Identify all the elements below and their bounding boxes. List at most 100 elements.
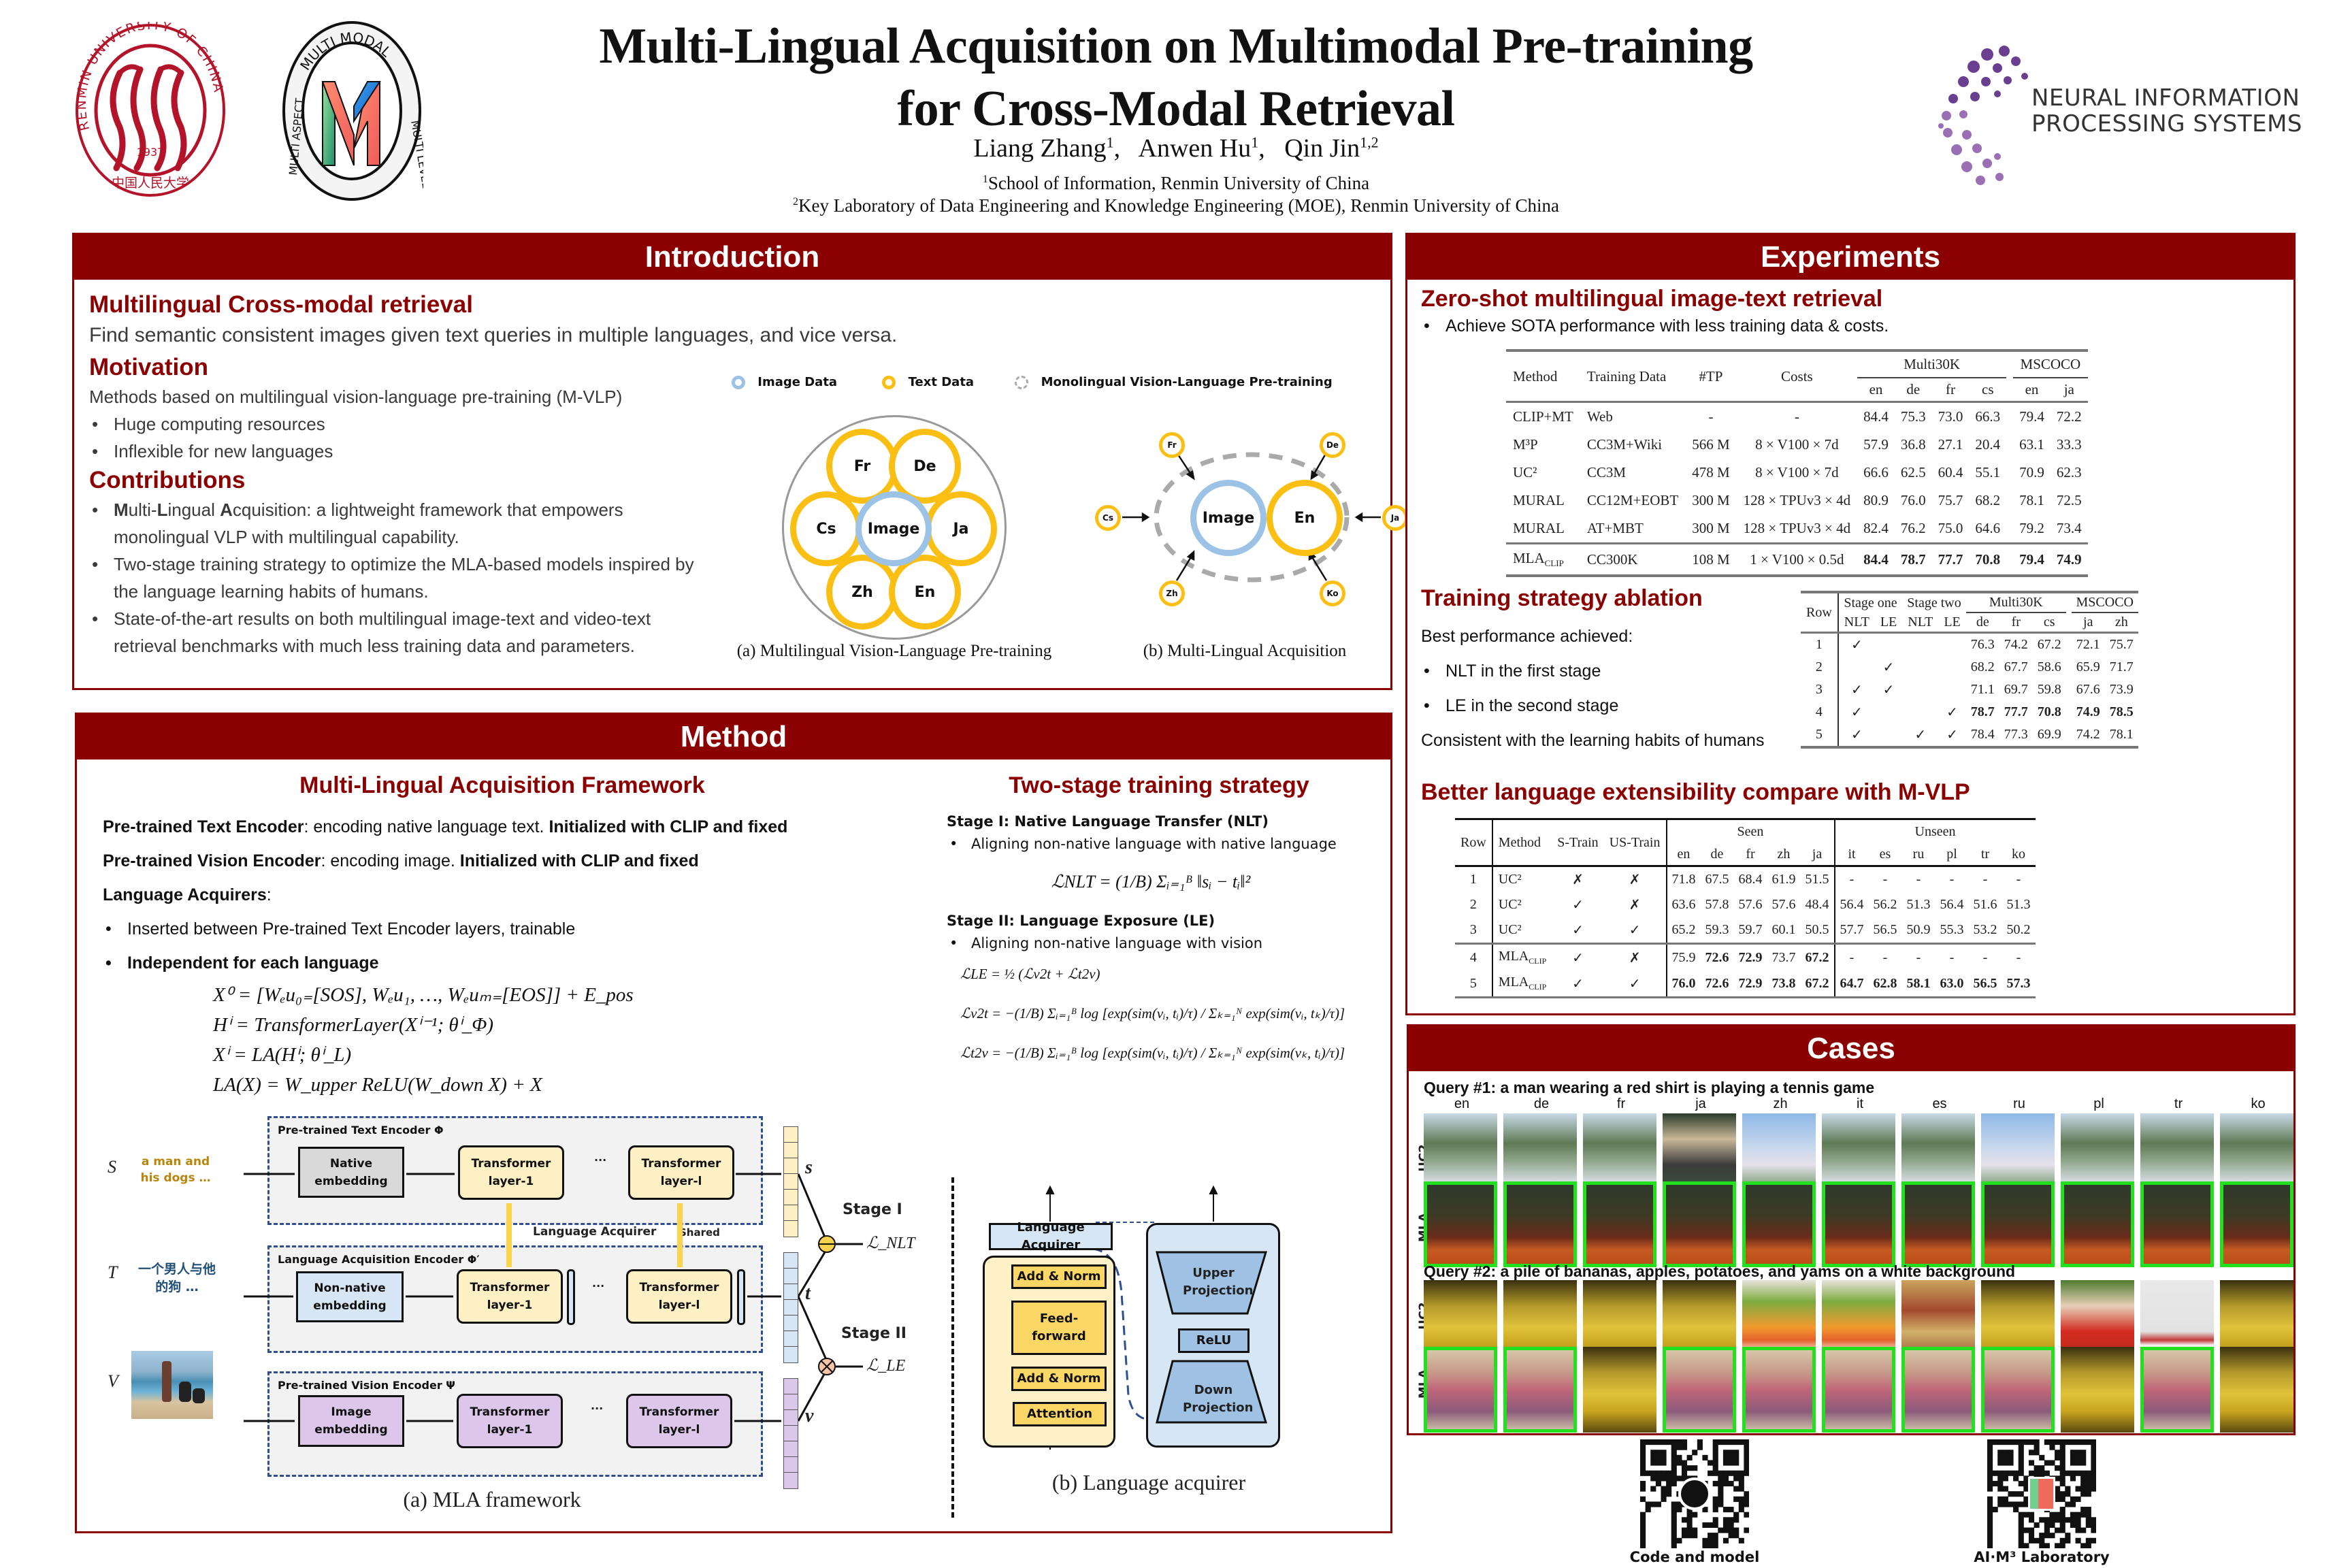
lang-header: de (1906, 381, 1921, 397)
stage2-equation: ℒLE = ½ (ℒv2t + ℒt2v) (960, 966, 1100, 982)
value-cell: - (2016, 949, 2021, 965)
group-header: Stage two (1907, 595, 1961, 610)
value-cell: 51.3 (2006, 897, 2031, 912)
value-cell: - (1949, 949, 1955, 965)
value-cell: - (1916, 949, 1921, 965)
retrieved-image-red-shirt (1663, 1181, 1736, 1267)
value-cell: 73.9 (2109, 682, 2134, 697)
tp-cell: 478 M (1692, 464, 1730, 480)
value-cell: 78.7 (1970, 704, 1995, 719)
value-cell: 77.7 (1938, 551, 1963, 568)
language-acquirer-slot (567, 1269, 575, 1325)
strain-cell: ✓ (1572, 950, 1584, 966)
two-stage-title: Two-stage training strategy (1009, 772, 1309, 798)
value-cell: 75.7 (1938, 492, 1963, 508)
strain-cell: ✗ (1572, 872, 1584, 887)
tp-cell: - (1708, 408, 1714, 425)
value-cell: 20.4 (1975, 436, 2001, 453)
value-cell: 77.3 (2004, 727, 2028, 742)
method-cell: CLIP+MT (1513, 408, 1573, 425)
data-cell: CC12M+EOBT (1586, 492, 1679, 508)
stage2-equation: ℒt2v = −(1/B) Σᵢ₌₁ᴮ log [exp(sim(vᵢ, tᵢ)… (960, 1045, 1345, 1061)
stage2-bullet: Aligning non-native language with vision (947, 932, 1382, 954)
tp-cell: 108 M (1692, 551, 1730, 568)
qr-code-lab (1987, 1439, 2097, 1549)
lang-header: en (1869, 381, 1883, 397)
row-cell: 4 (1455, 943, 1493, 970)
subheading: Motivation (89, 354, 208, 380)
value-cell: 66.3 (1975, 408, 2001, 425)
value-cell: 67.5 (1705, 872, 1729, 887)
framework-title: Multi-Lingual Acquisition Framework (299, 772, 705, 798)
figure-caption: (b) Multi-Lingual Acquisition (1143, 642, 1347, 660)
group-header: MSCOCO (2013, 350, 2088, 378)
value-cell: 57.3 (2006, 975, 2031, 991)
value-cell: 84.4 (1863, 408, 1889, 425)
equation: X⁰ = [Wₑu₀₌[SOS], Wₑu₁, …, Wₑuₘ₌[EOS]] +… (213, 984, 634, 1006)
value-cell: 55.1 (1975, 464, 2001, 480)
language-acquirer-slot (737, 1269, 745, 1325)
retrieved-image-red-shirt (1503, 1181, 1577, 1267)
language-acquirer-block: Language Acquirer (989, 1220, 1113, 1252)
method-cell: UC² (1513, 464, 1537, 480)
github-icon (1678, 1477, 1711, 1510)
case-lang-label: es (1932, 1096, 1947, 1111)
value-cell: 57.7 (1840, 922, 1864, 937)
value-cell: 67.2 (1800, 970, 1835, 998)
value-cell: 63.0 (1940, 975, 1964, 991)
ustrain-cell: ✗ (1603, 943, 1667, 970)
attention-block: Attention (1013, 1402, 1107, 1426)
retrieved-image-bananas (2220, 1347, 2293, 1433)
case-lang-label: zh (1773, 1096, 1788, 1111)
sub-header: ja (2083, 615, 2093, 630)
method-cell: MURAL (1513, 520, 1565, 536)
lang-header: it (1848, 847, 1856, 862)
lang-header: ja (2063, 381, 2074, 397)
costs-cell: 1 × V100 × 0.5d (1750, 551, 1844, 568)
case-lang-label: en (1454, 1096, 1470, 1111)
contribution-bullet: Multi-Lingual Acquisition: a lightweight… (89, 496, 715, 551)
value-cell: 70.8 (2037, 704, 2061, 719)
data-cell: CC3M (1586, 464, 1627, 480)
qr-label: Code and model (1629, 1549, 1760, 1565)
neurips-line-2: PROCESSING SYSTEMS (2031, 110, 2302, 137)
sub-header: cs (2043, 615, 2055, 630)
check-cell (1838, 656, 1875, 679)
relu-block: ReLU (1178, 1328, 1250, 1353)
extensibility-table: Row Method S-Train US-Train Seen Unseen … (1455, 818, 2036, 998)
ellipsis: ··· (592, 1279, 605, 1292)
neurips-logo: NEURAL INFORMATION PROCESSING SYSTEMS (1933, 34, 2314, 191)
retrieved-image-red-shirt (1981, 1181, 2055, 1267)
value-cell: 71.1 (1970, 682, 1995, 697)
value-cell: 62.3 (2056, 464, 2082, 480)
input-label: T (108, 1262, 118, 1282)
col-header: Training Data (1586, 368, 1667, 385)
case-lang-label: pl (2093, 1096, 2104, 1111)
upper-projection-block: Upper Projection (1183, 1266, 1254, 1298)
value-cell: 72.5 (2056, 492, 2082, 508)
lang-satellite: Fr (1159, 432, 1185, 458)
ustrain-cell: ✓ (1603, 970, 1667, 998)
lang-header: ko (2012, 847, 2025, 862)
value-cell: - (1949, 872, 1955, 887)
add-norm-block: Add & Norm (1011, 1264, 1107, 1289)
value-cell: - (1982, 949, 1988, 965)
mla-framework-diagram: S T V a man and his dogs … 一个男人与他的狗 … Pr… (97, 1116, 928, 1524)
neurips-line-1: NEURAL INFORMATION (2031, 84, 2300, 112)
case-lang-label: tr (2174, 1096, 2183, 1111)
stage1-equation: ℒNLT = (1/B) Σᵢ₌₁ᴮ ‖sᵢ − tᵢ‖² (1051, 872, 1251, 892)
figure-caption: (b) Language acquirer (1051, 1470, 1246, 1494)
lang-satellite: De (1320, 432, 1345, 458)
value-cell: 56.4 (1840, 897, 1864, 912)
equation: Hⁱ = TransformerLayer(Xⁱ⁻¹; θⁱ_Φ) (213, 1014, 494, 1036)
language-acquirers-desc: Language Acquirers: (103, 885, 272, 904)
value-cell: 62.5 (1900, 464, 1926, 480)
check-cell: ✓ (1850, 728, 1863, 742)
method-cell: MLACLIP (1498, 975, 1547, 992)
row-cell: 2 (1801, 656, 1839, 679)
